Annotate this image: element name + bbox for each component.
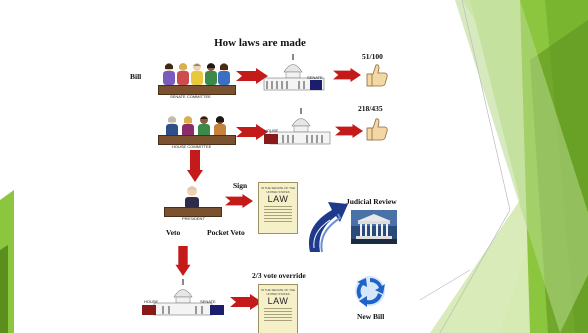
swirl-arrow-icon	[308, 202, 348, 253]
judicial-review-label: Judicial Review	[346, 197, 397, 206]
right-arrow-icon	[333, 68, 361, 82]
supreme-court-icon	[351, 210, 397, 244]
law-document-header: IN THE SENATE OF THE UNITED STATES	[260, 186, 296, 194]
sign-label: Sign	[233, 181, 248, 190]
bill-label: Bill	[130, 72, 142, 81]
law-document-header: IN THE SENATE OF THE UNITED STATES	[260, 288, 296, 296]
right-arrow-icon	[236, 124, 268, 140]
house-vote-label: 218/435	[358, 104, 383, 113]
president-desk	[164, 207, 222, 217]
right-arrow-icon	[225, 194, 253, 208]
down-arrow-icon	[187, 150, 203, 182]
bottom-house-tag: HOUSE	[144, 299, 159, 304]
senate-committee-label: SENATE COMMITTEE	[170, 94, 211, 99]
law-document-title: LAW	[267, 194, 289, 204]
president-figure	[185, 186, 199, 209]
capitol-icon	[264, 108, 331, 145]
senate-vote-label: 51/100	[362, 52, 383, 61]
right-arrow-icon	[335, 124, 363, 138]
house-committee-people	[166, 116, 226, 138]
senate-committee-bench	[158, 85, 236, 95]
bottom-senate-tag: SENATE	[200, 299, 216, 304]
senate-committee-people	[163, 63, 230, 85]
override-label: 2/3 vote override	[252, 271, 306, 280]
down-arrow-icon	[175, 246, 191, 276]
president-label: PRESIDENT	[182, 216, 205, 221]
house-committee-bench	[158, 135, 236, 145]
right-arrow-icon	[230, 294, 262, 310]
new-bill-label: New Bill	[357, 312, 385, 321]
right-arrow-icon	[236, 68, 268, 84]
veto-label: Veto	[166, 228, 181, 237]
law-document-icon: IN THE SENATE OF THE UNITED STATES LAW	[258, 284, 298, 333]
house-committee-label: HOUSE COMMITTEE	[172, 144, 212, 149]
law-document-title: LAW	[267, 296, 289, 306]
thumbs-up-icon	[366, 64, 388, 87]
page-title: How laws are made	[214, 37, 306, 49]
house-tag: HOUSE	[264, 128, 279, 133]
recycle-icon	[355, 276, 385, 307]
capitol-icon	[263, 54, 325, 91]
senate-tag: SENATE	[307, 75, 323, 80]
law-document-icon: IN THE SENATE OF THE UNITED STATES LAW	[258, 182, 298, 234]
pocket-veto-label: Pocket Veto	[207, 228, 245, 237]
thumbs-up-icon	[366, 118, 388, 141]
capitol-icon	[142, 279, 224, 316]
